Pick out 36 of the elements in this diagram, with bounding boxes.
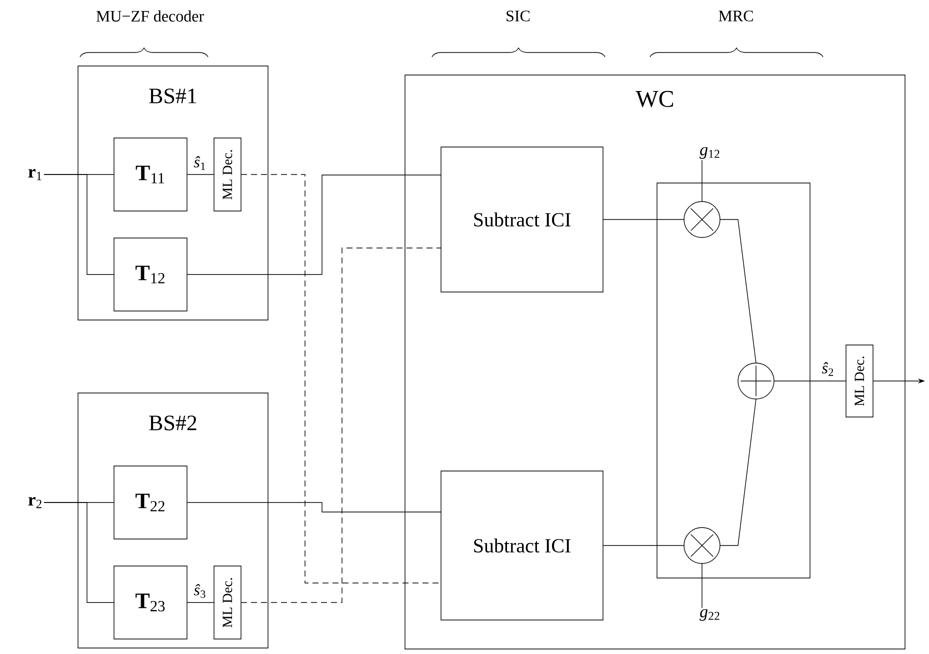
adder-circle — [738, 362, 774, 400]
gain-label: g$_{12}$ — [700, 147, 720, 159]
group-label: MRC — [718, 10, 753, 22]
matrix-box: T$_{12}$ — [114, 238, 188, 312]
decoder-box: ML Dec. — [214, 138, 242, 212]
connector-line — [774, 380, 846, 382]
matrix-box: T$_{23}$ — [114, 566, 188, 640]
group-label: MU−ZF decoder — [96, 10, 204, 22]
matrix-box: T$_{22}$ — [114, 466, 188, 540]
signal-label: r$_{1}$ — [28, 168, 42, 180]
gain-label: g$_{22}$ — [700, 609, 720, 621]
connector-line — [186, 174, 442, 275]
multiplier-circle — [684, 201, 720, 238]
connector-line — [186, 502, 442, 512]
edge-label: ŝ$_{2}$ — [821, 362, 835, 376]
connector-line — [602, 219, 684, 220]
connector-line — [720, 398, 756, 546]
connector-line — [720, 219, 756, 364]
decoder-box: ML Dec. — [846, 344, 874, 418]
process-box: Subtract ICI — [440, 146, 604, 292]
connector-line — [44, 502, 114, 603]
connector-line — [186, 602, 214, 603]
connector-line — [44, 174, 114, 275]
combining-box — [656, 182, 810, 578]
edge-label: ŝ$_{3}$ — [193, 584, 207, 598]
multiplier-circle — [684, 527, 720, 564]
decoder-box: ML Dec. — [214, 566, 242, 640]
signal-label: r$_{2}$ — [28, 496, 42, 508]
connector-line — [240, 174, 442, 584]
connector-line — [602, 545, 684, 546]
matrix-box: T$_{11}$ — [114, 138, 188, 212]
group-label: SIC — [506, 10, 530, 22]
connector-line — [240, 248, 442, 603]
edge-label: ŝ$_{1}$ — [193, 156, 207, 170]
process-box: Subtract ICI — [440, 470, 604, 620]
connector-line — [186, 174, 214, 175]
